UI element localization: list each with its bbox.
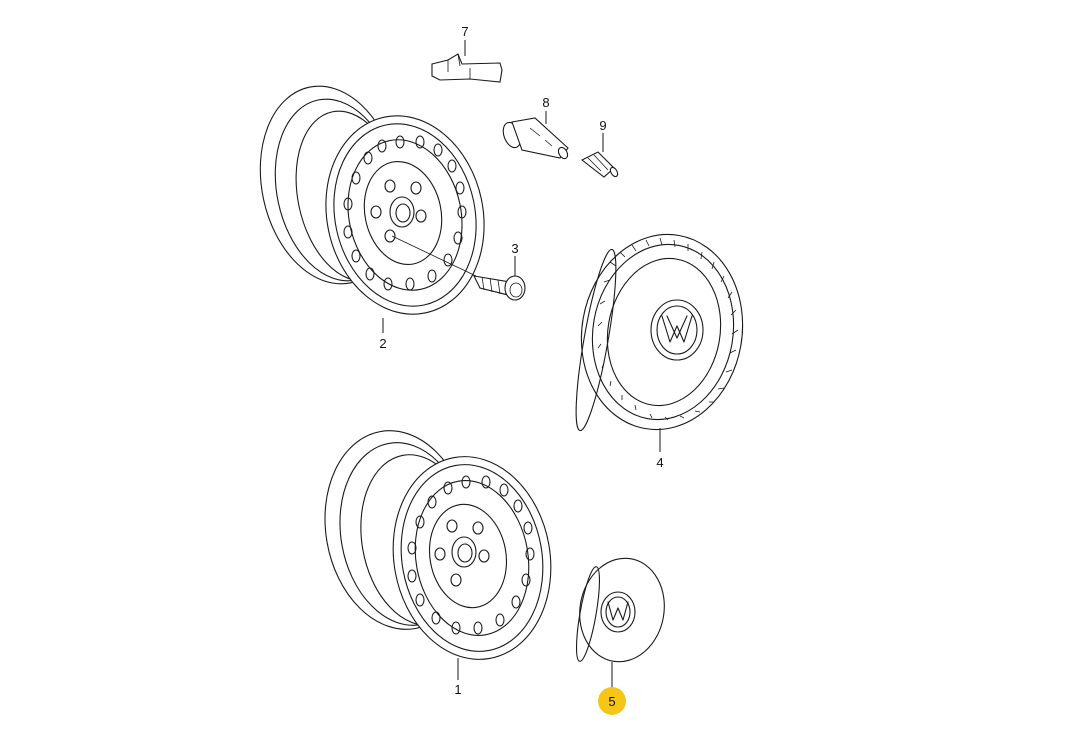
wheel-cover-slots [597,237,739,421]
valve-part[interactable] [500,117,569,160]
hub-cap-part[interactable] [572,551,673,668]
steel-wheel-lower[interactable] [310,419,567,672]
callout-5[interactable]: 5 [598,687,626,715]
callout-9[interactable]: 9 [599,118,606,133]
hub-cap-logo-icon [600,591,636,633]
callout-2[interactable]: 2 [379,336,386,351]
callout-5-highlight [598,687,626,715]
callout-label-5: 5 [608,694,615,709]
callout-7[interactable]: 7 [461,24,468,39]
callout-label-2: 2 [379,336,386,351]
wheel-cover-part[interactable] [566,222,758,443]
leader-lines [382,40,661,688]
vw-logo-icon [650,299,704,361]
callout-4[interactable]: 4 [656,455,663,470]
wheel-bolt-part[interactable] [473,275,526,301]
callout-label-3: 3 [511,241,518,256]
callout-label-8: 8 [542,95,549,110]
callout-label-1: 1 [454,682,461,697]
callout-label-7: 7 [461,24,468,39]
callout-8[interactable]: 8 [542,95,549,110]
callout-label-4: 4 [656,455,663,470]
callout-label-9: 9 [599,118,606,133]
steel-wheel-upper[interactable] [243,73,502,329]
callout-3[interactable]: 3 [511,241,518,256]
callout-1[interactable]: 1 [454,682,461,697]
valve-insert-part[interactable] [580,151,619,178]
balance-weight-part[interactable] [431,53,503,83]
